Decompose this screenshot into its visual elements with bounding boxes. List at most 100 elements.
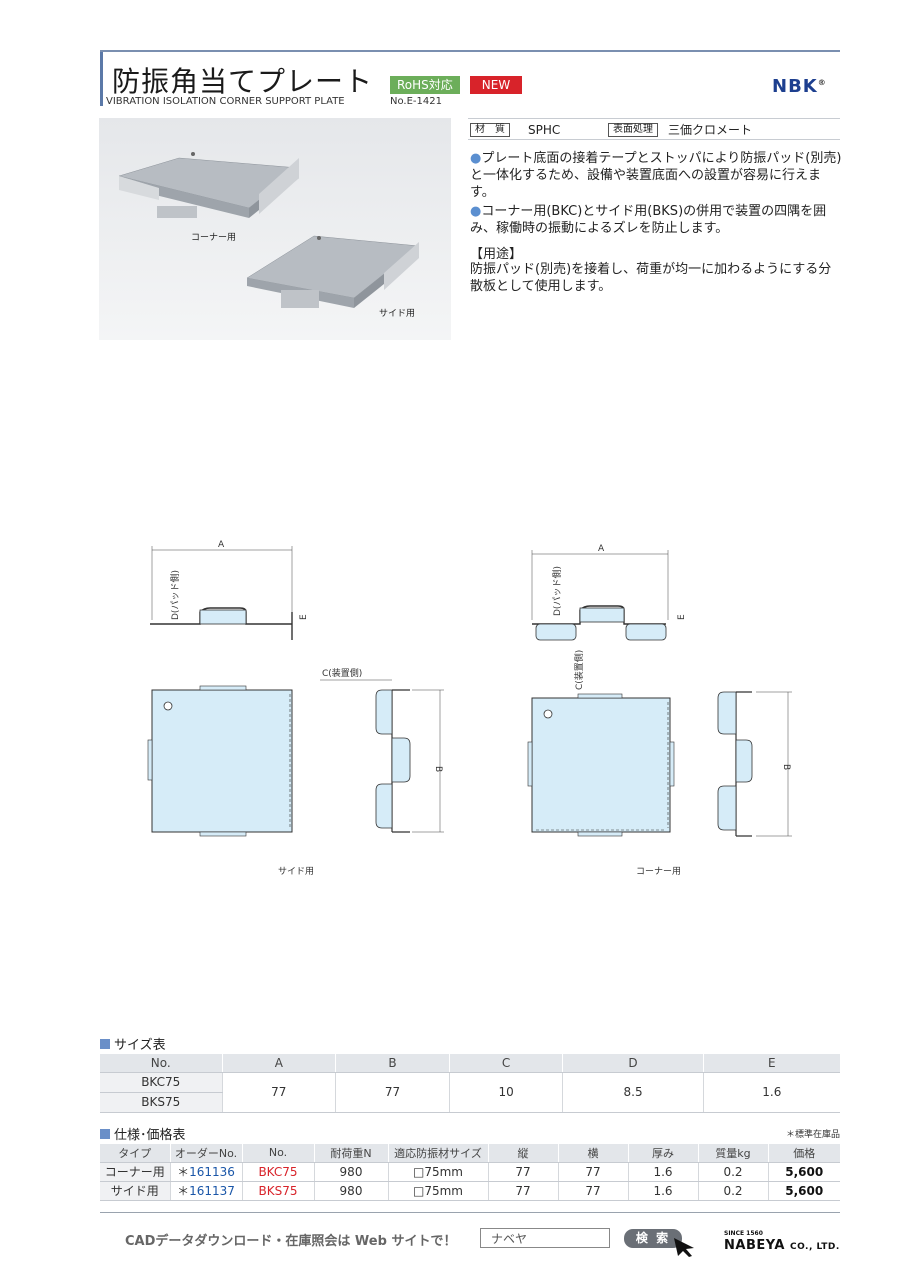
dim-b-label: B [433, 766, 443, 772]
rohs-badge: RoHS対応 [390, 76, 460, 94]
product-photo: コーナー用 サイド用 [99, 118, 451, 340]
dim-a-label: A [218, 540, 225, 550]
dim-c-label: C(装置側) [573, 650, 585, 690]
table-cell: 1.6 [702, 1072, 840, 1113]
dim-e-label: E [677, 614, 687, 620]
table-cell: 77 [221, 1072, 336, 1113]
table-header: 縦 [487, 1144, 558, 1163]
model-cell: BKS75 [100, 1092, 222, 1113]
feature-item: ●プレート底面の接着テープとストッパにより防振パッド(別売)と一体化するため、設… [470, 150, 842, 201]
title-accent-bar [100, 52, 103, 106]
price-cell: 5,600 [767, 1162, 840, 1182]
stock-star: ＊ [177, 1165, 190, 1179]
height-cell: 77 [487, 1162, 558, 1182]
table-header: E [702, 1054, 840, 1073]
type-cell: サイド用 [100, 1181, 170, 1201]
material-key: 材 質 [470, 123, 510, 137]
dim-d-label: D(パッド側) [169, 570, 181, 620]
mass-cell: 0.2 [697, 1181, 768, 1201]
table-header: No. [100, 1054, 222, 1073]
order-number-cell: ＊161137 [169, 1181, 242, 1201]
square-bullet-icon [100, 1129, 110, 1139]
stock-note: ＊標準在庫品 [785, 1130, 840, 1140]
corner-plan-view: B コーナー用 [527, 691, 792, 877]
table-header: 価格 [767, 1144, 840, 1163]
spec-row: 材 質 SPHC 表面処理 三価クロメート [468, 118, 840, 140]
table-header-row: No. A B C D E [100, 1054, 840, 1073]
price-table-title: 仕様･価格表 [100, 1124, 186, 1143]
brand-logo: NBK® [772, 76, 827, 97]
page-title: 防振角当てプレート [112, 65, 374, 98]
table-header-row: タイプ オーダーNo. No. 耐荷重N 適応防振材サイズ 縦 横 厚み 質量k… [100, 1144, 840, 1163]
table-row: コーナー用 ＊161136 BKC75 980 □75mm 77 77 1.6 … [100, 1162, 840, 1182]
material-value: SPHC [528, 123, 561, 137]
size-table-title-text: サイズ表 [114, 1038, 166, 1053]
price-table: タイプ オーダーNo. No. 耐荷重N 適応防振材サイズ 縦 横 厚み 質量k… [100, 1144, 840, 1201]
maker-name: NABEYA [724, 1238, 785, 1253]
brand-registered-mark: ® [817, 78, 827, 87]
square-bullet-icon [100, 1039, 110, 1049]
table-header: 厚み [627, 1144, 698, 1163]
stock-star: ＊ [177, 1184, 190, 1198]
thickness-cell: 1.6 [627, 1181, 698, 1201]
product-photo-illustration [118, 152, 420, 308]
usage-title: 【用途】 [470, 247, 523, 262]
table-row: BKS75 [100, 1092, 840, 1113]
drawing-svg: A D(パッド側) E C(装置側) B サイド用 [147, 540, 792, 877]
table-header: 耐荷重N [313, 1144, 388, 1163]
pad-size-cell: □75mm [387, 1181, 488, 1201]
model-cell: BKC75 [241, 1162, 314, 1182]
pad-size-cell: □75mm [387, 1162, 488, 1182]
feature-text: コーナー用(BKC)とサイド用(BKS)の併用で装置の四隅を囲み、稼働時の振動に… [470, 204, 827, 236]
feature-item: ●コーナー用(BKC)とサイド用(BKS)の併用で装置の四隅を囲み、稼働時の振動… [470, 203, 842, 237]
feature-text: プレート底面の接着テープとストッパにより防振パッド(別売)と一体化するため、設備… [470, 151, 842, 200]
dim-a-label: A [598, 544, 605, 554]
model-cell: BKS75 [241, 1181, 314, 1201]
table-cell: 77 [335, 1072, 450, 1113]
table-header: A [221, 1054, 336, 1073]
table-row: サイド用 ＊161137 BKS75 980 □75mm 77 77 1.6 0… [100, 1181, 840, 1201]
maker-since: SINCE 1560 [724, 1230, 763, 1237]
order-number-cell: ＊161136 [169, 1162, 242, 1182]
bullet-icon: ● [470, 204, 482, 219]
finish-value: 三価クロメート [668, 123, 753, 137]
dim-d-label: D(パッド側) [551, 566, 563, 616]
order-number: 161136 [189, 1165, 235, 1179]
table-header: タイプ [100, 1144, 170, 1163]
table-header: 横 [557, 1144, 628, 1163]
dim-e-label: E [299, 614, 309, 620]
usage-text: 防振パッド(別売)を接着し、荷重が均一に加わるようにする分散板として使用します。 [470, 262, 832, 294]
thickness-cell: 1.6 [627, 1162, 698, 1182]
cad-download-text: CADデータダウンロード・在庫照会は Web サイトで！ [125, 1234, 457, 1249]
table-header: B [335, 1054, 450, 1073]
table-header: D [562, 1054, 704, 1073]
price-cell: 5,600 [767, 1181, 840, 1201]
dim-c-label: C(装置側) [322, 667, 362, 679]
search-input[interactable] [480, 1228, 610, 1248]
photo-label-corner: コーナー用 [191, 233, 237, 243]
photo-label-side: サイド用 [379, 309, 416, 319]
brand-name: NBK [772, 76, 818, 97]
table-header: 質量kg [697, 1144, 768, 1163]
table-header: オーダーNo. [169, 1144, 242, 1163]
size-table: No. A B C D E BKC75 77 77 10 8.5 1.6 BKS… [100, 1054, 840, 1113]
maker-logo: NABEYA CO., LTD. [724, 1238, 840, 1253]
title-block: 防振角当てプレート RoHS対応 NEW VIBRATION ISOLATION… [100, 50, 840, 107]
search-button[interactable]: 検 索 [624, 1229, 682, 1248]
table-row: BKC75 77 77 10 8.5 1.6 [100, 1072, 840, 1113]
drawing-label-corner: コーナー用 [636, 866, 681, 877]
drawing-label-side: サイド用 [278, 866, 314, 877]
load-cell: 980 [313, 1181, 388, 1201]
corner-profile-view: A D(パッド側) E C(装置側) [531, 544, 687, 690]
side-plate-image [246, 235, 420, 308]
footer-divider [100, 1212, 840, 1213]
finish-key: 表面処理 [608, 123, 658, 137]
side-profile-view: A D(パッド側) E [150, 540, 309, 640]
price-table-title-text: 仕様･価格表 [114, 1128, 186, 1143]
mass-cell: 0.2 [697, 1162, 768, 1182]
table-header: C [448, 1054, 563, 1073]
catalog-number: No.E-1421 [390, 96, 442, 107]
cursor-arrow-icon [674, 1238, 694, 1257]
load-cell: 980 [313, 1162, 388, 1182]
new-badge: NEW [470, 76, 522, 94]
